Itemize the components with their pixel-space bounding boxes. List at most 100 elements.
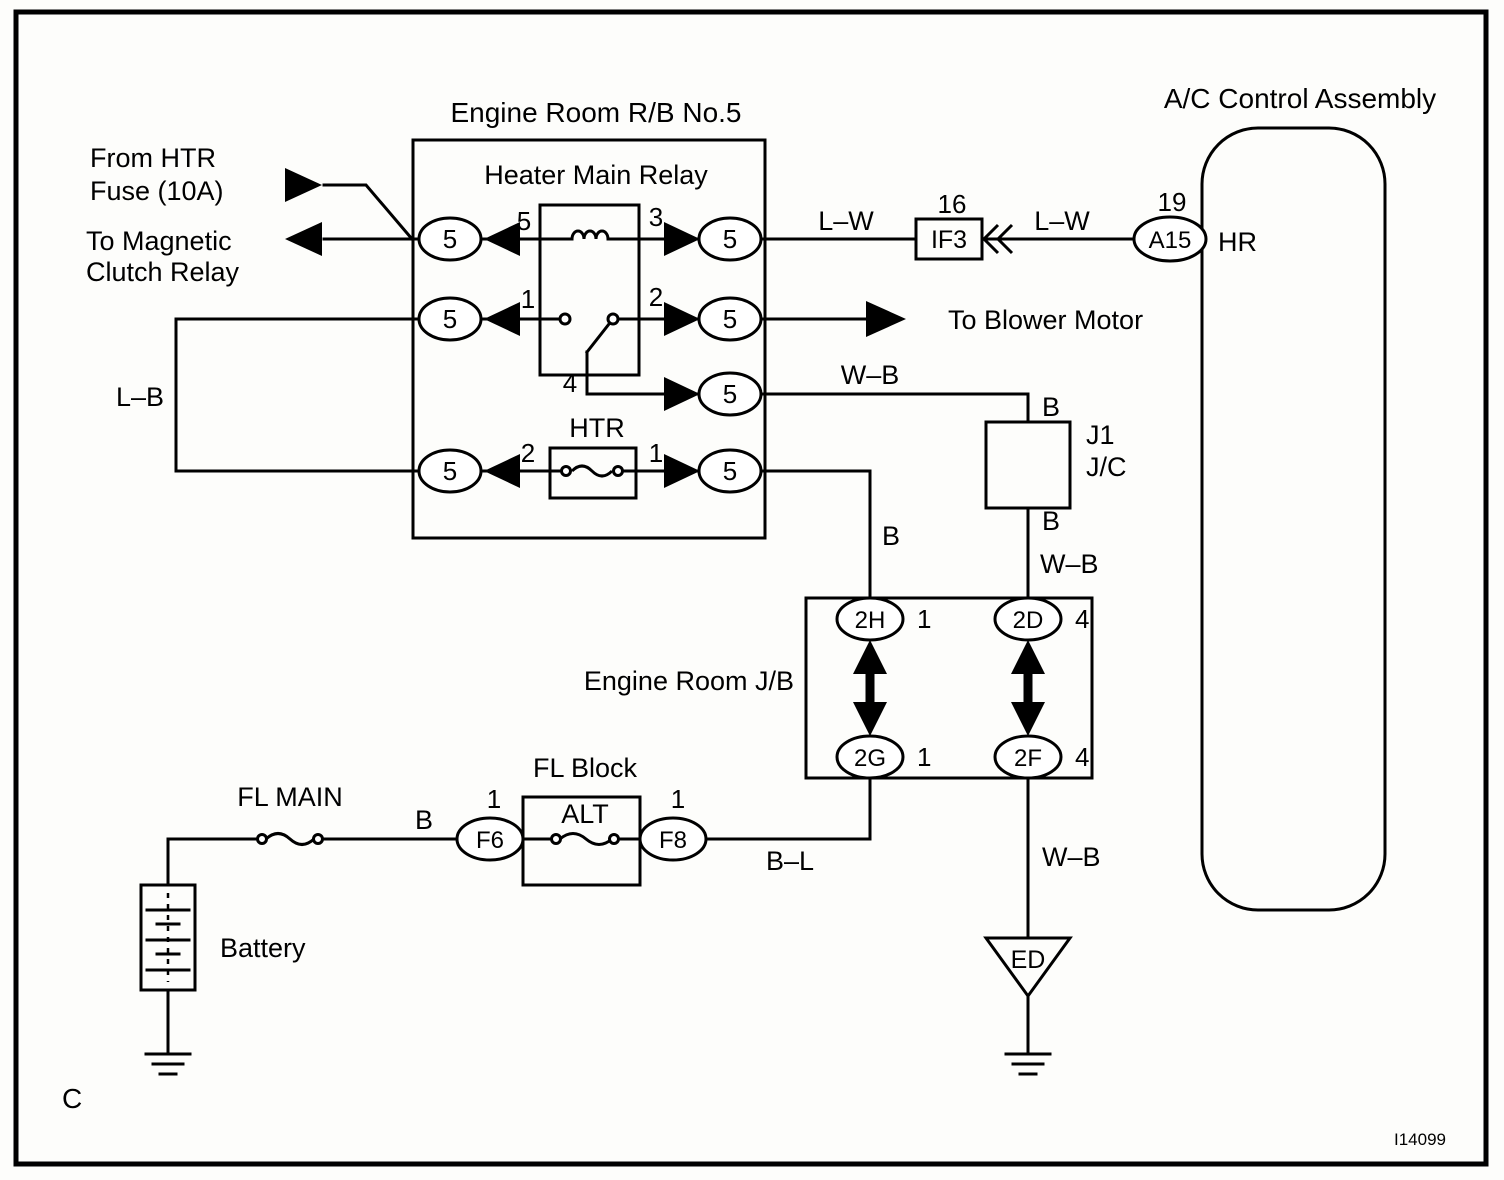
battery-ground-symbol — [144, 1052, 192, 1076]
pin-coil-left: 5 — [517, 206, 531, 236]
pin-2f: 4 — [1075, 742, 1089, 772]
fl-block-title: FL Block — [533, 753, 638, 783]
battery-box — [139, 883, 197, 992]
alt-fusible-link-symbol — [522, 832, 641, 846]
page-corner-label: C — [62, 1083, 82, 1114]
wire-label-b-below-jc: B — [1042, 506, 1060, 536]
wire-label-wb-bottom: W–B — [1042, 842, 1101, 872]
oval-label-2h: 2H — [855, 607, 886, 634]
connector-oval-2f — [993, 734, 1063, 780]
alt-fuse-label: ALT — [561, 799, 609, 829]
relay-switch-arm — [584, 321, 612, 355]
from-htr-line1: From HTR — [90, 143, 216, 173]
ac-control-assembly-title: A/C Control Assembly — [1164, 83, 1436, 114]
from-htr-line2: Fuse (10A) — [90, 176, 224, 206]
jc-label: J/C — [1086, 452, 1127, 482]
wire-wb-to-jc — [759, 392, 1030, 424]
junction-connector-box — [984, 420, 1072, 510]
htr-fuse-symbol — [548, 446, 638, 500]
oval-label-2f: 2F — [1014, 745, 1042, 772]
ac-control-assembly-outline — [1200, 126, 1387, 912]
connector-oval-htr-right — [697, 448, 763, 494]
connector-oval-pin4 — [697, 371, 763, 417]
connector-oval-f6 — [455, 816, 525, 862]
pin-2h: 1 — [917, 604, 931, 634]
htr-right-arrow — [664, 454, 700, 488]
oval-label-2g: 2G — [854, 745, 886, 772]
switch-left-arrow — [484, 302, 520, 336]
pin-if3: 16 — [938, 189, 967, 219]
hr-label: HR — [1218, 227, 1257, 257]
connector-oval-switch-right — [697, 296, 763, 342]
wires — [166, 183, 1136, 1054]
j1-label: J1 — [1086, 420, 1115, 450]
pin-switch-left: 1 — [521, 284, 535, 314]
wire-flmain-to-battery — [166, 837, 260, 887]
oval-label-f6: F6 — [476, 827, 504, 854]
pin-htr-left: 2 — [521, 438, 535, 468]
ed-ground-triangle — [983, 936, 1073, 999]
coil-right-arrow — [664, 222, 700, 256]
page-border — [13, 9, 1489, 1167]
pin-2d: 4 — [1075, 604, 1089, 634]
to-magnetic-line1: To Magnetic — [86, 226, 232, 256]
pin-f8: 1 — [671, 784, 685, 814]
connector-oval-2h — [835, 596, 905, 642]
switch-right-arrow — [664, 302, 700, 336]
wire-label-lb: L–B — [116, 382, 164, 412]
pin-switch-right: 2 — [649, 282, 663, 312]
wire-label-lw-right: L–W — [1034, 206, 1090, 236]
oval-label-coil-left: 5 — [443, 224, 457, 254]
engine-room-jb-title: Engine Room J/B — [584, 666, 794, 696]
ed-label: ED — [1011, 946, 1046, 974]
oval-label-htr-right: 5 — [723, 456, 737, 486]
a15-label: A15 — [1149, 227, 1192, 254]
engine-room-jb-box — [804, 596, 1094, 780]
wire-label-b-battery: B — [415, 805, 433, 835]
wire-label-bl: B–L — [766, 846, 814, 876]
relay-coil-symbol — [570, 229, 610, 240]
oval-label-switch-right: 5 — [723, 304, 737, 334]
jb-bus-arrow-right — [1011, 640, 1045, 736]
wire-f8-to-2g — [705, 776, 872, 841]
wire-label-lw-left: L–W — [818, 206, 874, 236]
pin-htr-right: 1 — [649, 438, 663, 468]
oval-label-switch-left: 5 — [443, 304, 457, 334]
wire-label-b-above-jc: B — [1042, 392, 1060, 422]
coil-left-arrow — [484, 222, 520, 256]
engine-room-rb-title: Engine Room R/B No.5 — [450, 97, 741, 128]
connector-oval-2g — [835, 734, 905, 780]
oval-label-2d: 2D — [1013, 607, 1044, 634]
oval-label-f8: F8 — [659, 827, 687, 854]
oval-label-coil-right: 5 — [723, 224, 737, 254]
connector-oval-htr-left — [417, 448, 483, 494]
if3-label: IF3 — [931, 226, 967, 254]
pin-coil-right: 3 — [649, 202, 663, 232]
heater-main-relay-box — [538, 203, 641, 377]
if3-connector-chevrons — [981, 223, 1014, 255]
ed-ground-symbol — [1004, 1052, 1052, 1076]
fl-main-fusible-link-symbol — [256, 832, 324, 846]
relay-contact-right — [606, 312, 620, 326]
oval-label-htr-left: 5 — [443, 456, 457, 486]
battery-label: Battery — [220, 933, 306, 963]
figure-id: I14099 — [1394, 1130, 1446, 1149]
fl-main-label: FL MAIN — [237, 782, 343, 812]
wire-from-htr-fuse — [322, 183, 415, 242]
oval-label-pin4: 5 — [723, 379, 737, 409]
wire-label-wb-top: W–B — [841, 360, 900, 390]
relay-contact-left — [558, 312, 572, 326]
wire-lb-loop — [174, 317, 421, 473]
pin-switch-common: 4 — [563, 368, 577, 398]
wire-label-b-htr-down: B — [882, 521, 900, 551]
htr-left-arrow — [484, 454, 520, 488]
wire-b-to-2h — [759, 469, 872, 600]
from-htr-arrow — [285, 168, 322, 202]
htr-fuse-label: HTR — [569, 413, 625, 443]
pin4-arrow — [664, 377, 700, 411]
pin-2g: 1 — [917, 742, 931, 772]
battery-symbol — [145, 893, 191, 982]
pin-f6: 1 — [487, 784, 501, 814]
